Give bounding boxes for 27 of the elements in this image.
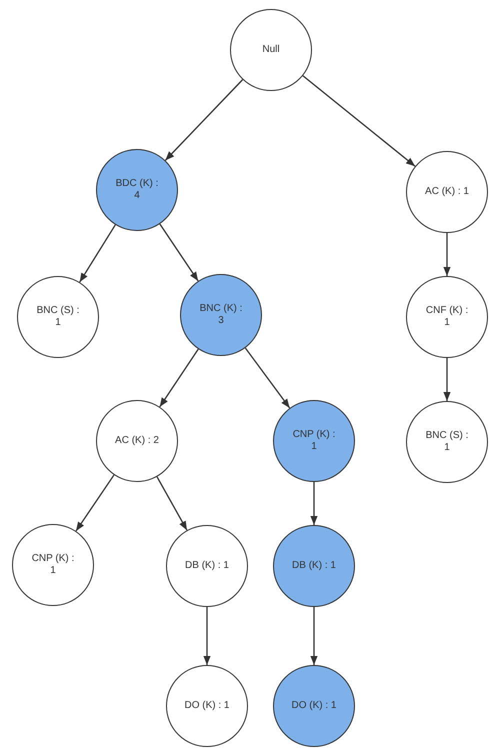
node-label: BDC (K) : 4 xyxy=(114,178,160,202)
node-label: CNP (K) : 1 xyxy=(30,552,76,578)
arrow xyxy=(159,224,199,282)
arrow xyxy=(156,476,188,531)
node-label: BNC (K) : 3 xyxy=(198,302,244,328)
node-label: AC (K) : 2 xyxy=(114,434,160,448)
arrow xyxy=(443,233,451,276)
node-label: AC (K) : 1 xyxy=(424,186,470,198)
node-label: BNC (S) : 1 xyxy=(424,430,470,454)
node-label: DO (K) : 1 xyxy=(291,700,337,712)
node-label: Null xyxy=(261,44,281,56)
arrow xyxy=(302,75,416,167)
node-label: CNP (K) : 1 xyxy=(292,428,336,454)
arrow xyxy=(75,474,115,532)
node-label: CNF (K) : 1 xyxy=(424,304,470,330)
node-label: DO (K) : 1 xyxy=(184,700,230,712)
arrow xyxy=(443,358,451,401)
node-label: DB (K) : 1 xyxy=(184,560,230,572)
node-label: DB (K) : 1 xyxy=(291,560,337,572)
arrow xyxy=(310,607,318,665)
arrow xyxy=(79,224,116,283)
arrow xyxy=(310,482,318,525)
arrow xyxy=(203,607,211,665)
node-label: BNC (S) : 1 xyxy=(36,304,80,330)
arrow xyxy=(159,348,199,408)
arrow xyxy=(164,79,244,161)
arrow xyxy=(244,348,290,408)
